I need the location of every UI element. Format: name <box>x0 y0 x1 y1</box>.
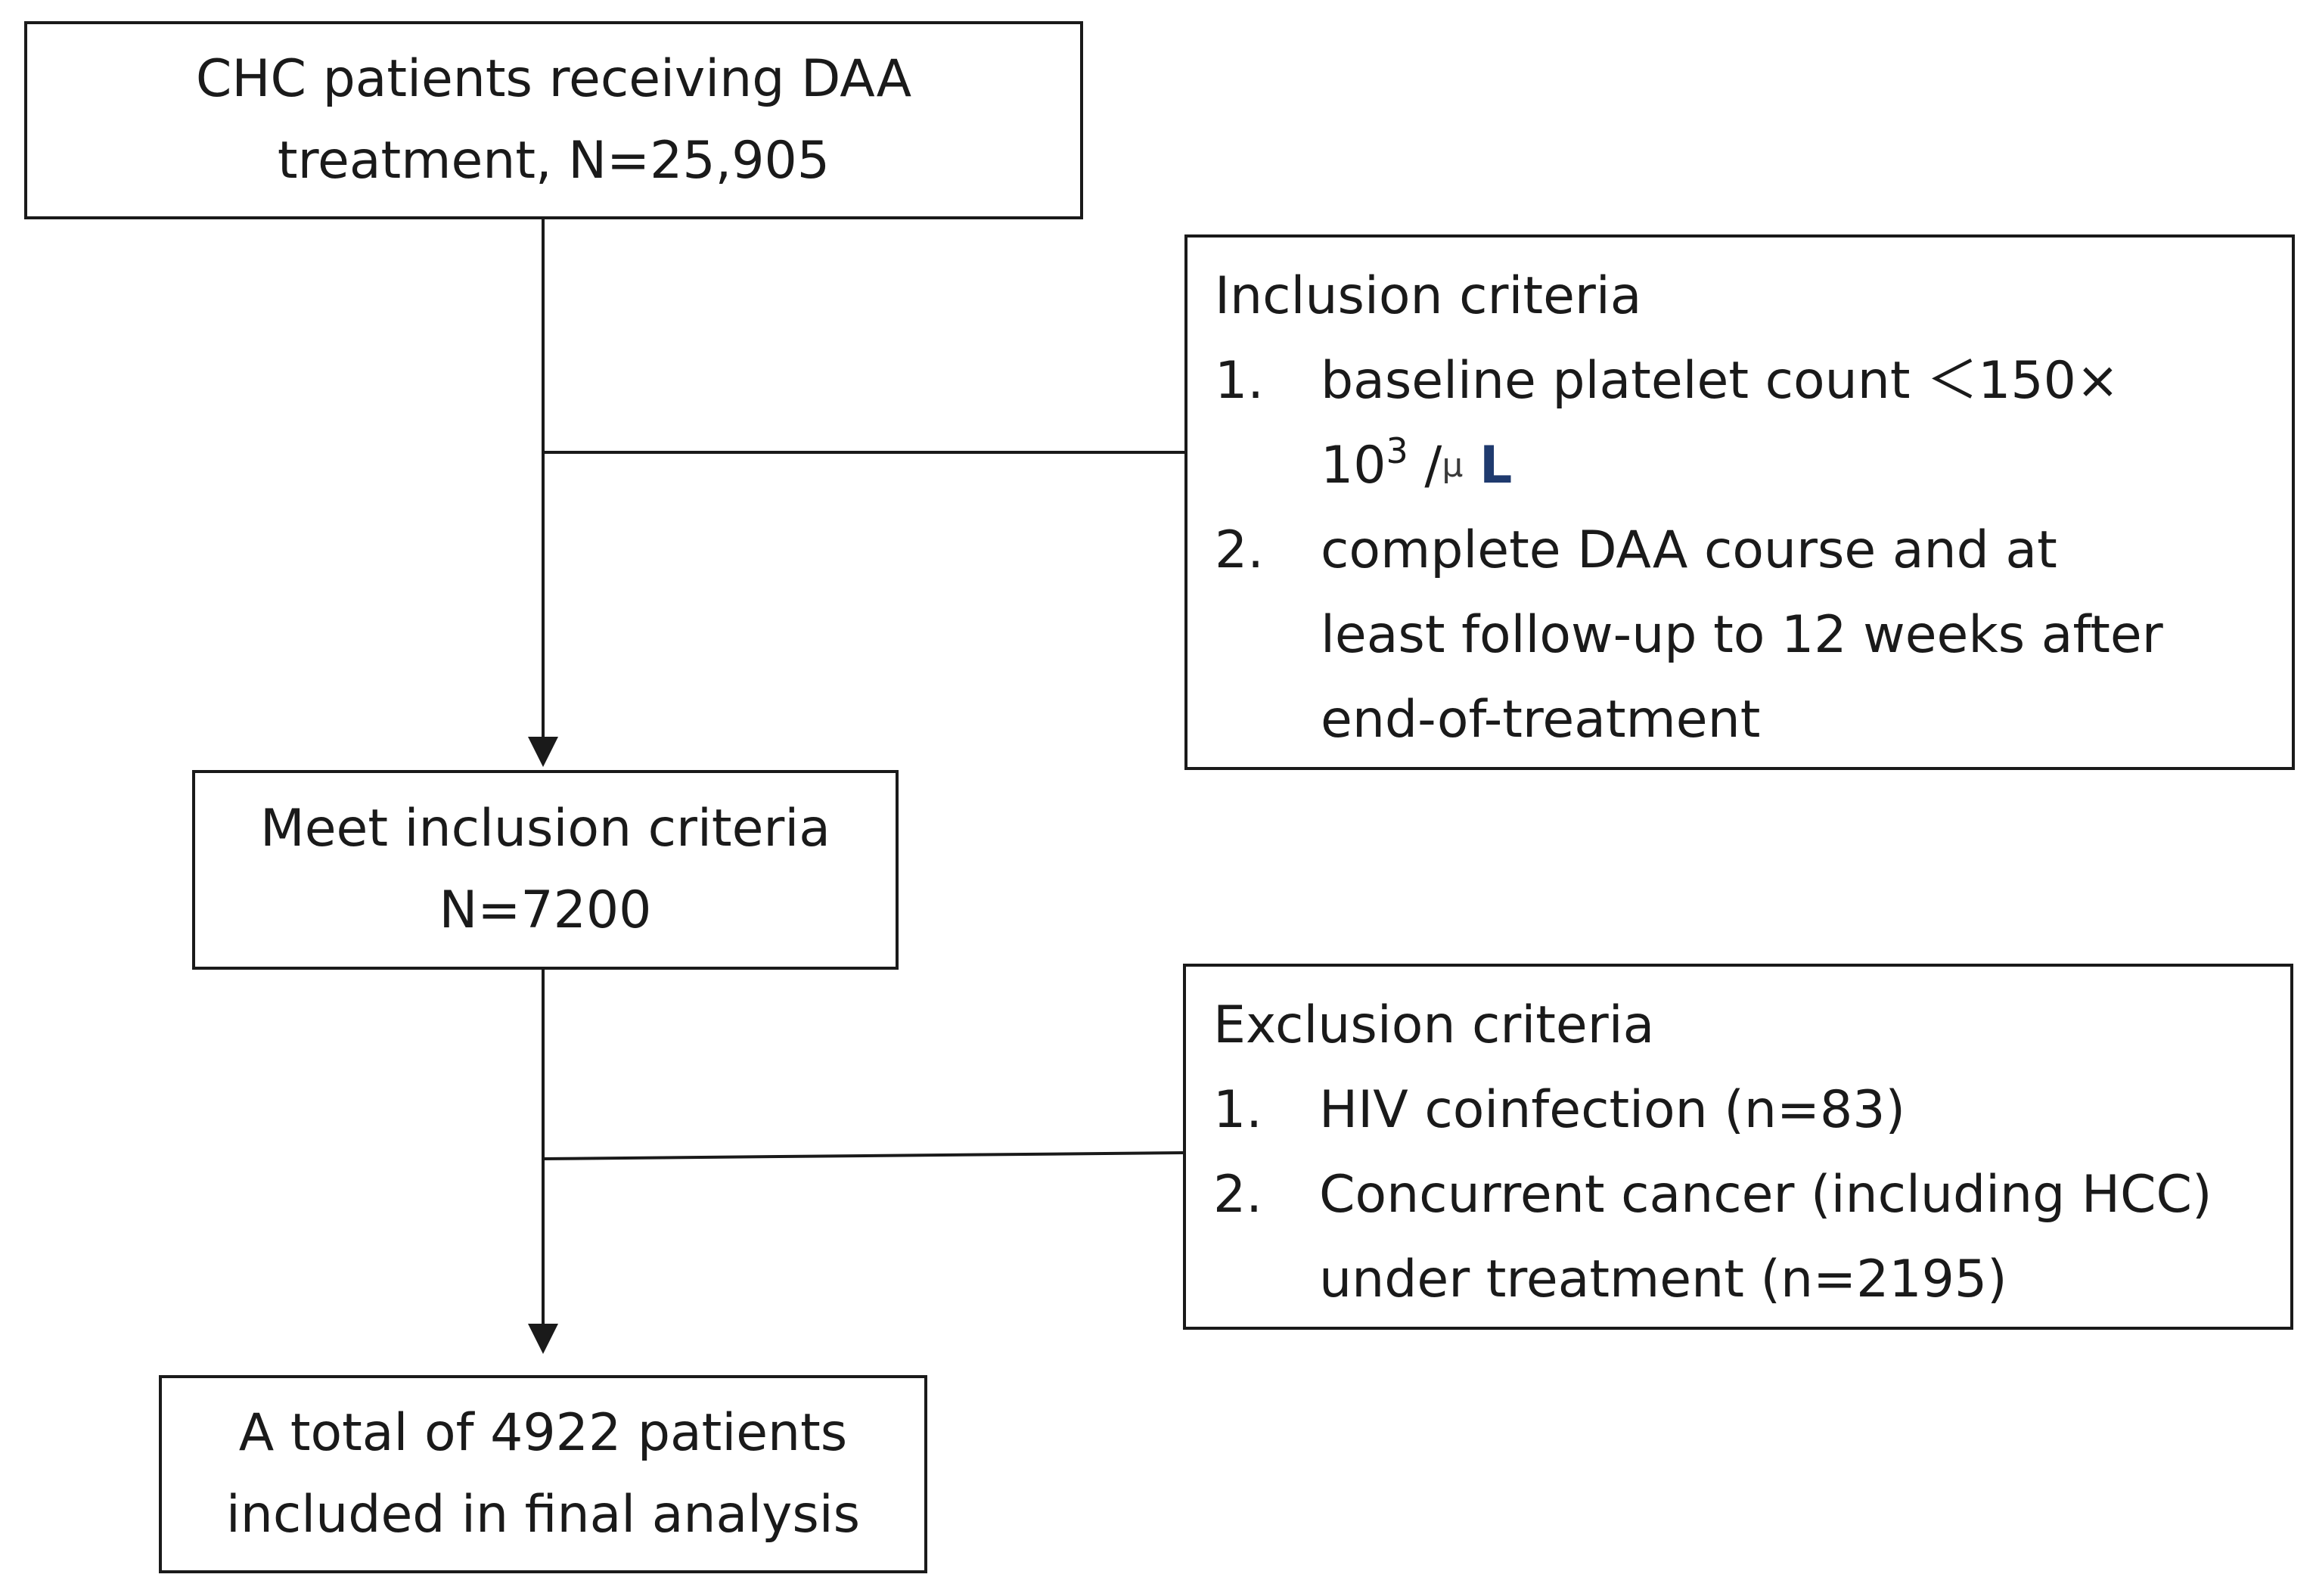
final-box-line2: included in final analysis <box>225 1485 861 1545</box>
exclusion-item-1-number: 1. <box>1213 1080 1262 1140</box>
exclusion-item-2-line1: Concurrent cancer (including HCC) <box>1319 1165 2212 1225</box>
final-analysis-box: A total of 4922 patients included in fin… <box>159 1375 927 1573</box>
connector-to-exclusion <box>542 1151 1184 1160</box>
start-box: CHC patients receiving DAA treatment, N=… <box>24 21 1083 219</box>
inclusion-item-2-line2: least follow-up to 12 weeks after <box>1321 605 2163 665</box>
start-box-line2: treatment, N=25,905 <box>277 131 830 191</box>
exclusion-item-2: 2. Concurrent cancer (including HCC) und… <box>1213 1153 2290 1322</box>
meet-box-line1: Meet inclusion criteria <box>260 799 830 859</box>
inclusion-item-2-number: 2. <box>1215 520 1264 580</box>
inclusion-item-1-number: 1. <box>1215 351 1264 411</box>
inclusion-criteria-title: Inclusion criteria <box>1215 266 1642 326</box>
final-box-line1: A total of 4922 patients <box>238 1403 848 1463</box>
meet-criteria-box: Meet inclusion criteria N=7200 <box>192 770 899 970</box>
start-box-line1: CHC patients receiving DAA <box>195 49 912 109</box>
inclusion-item-1-text: baseline platelet count ＜150× <box>1321 351 2119 411</box>
exclusion-criteria-box: Exclusion criteria 1. HIV coinfection (n… <box>1183 964 2293 1330</box>
inclusion-criteria-box: Inclusion criteria 1. baseline platelet … <box>1184 234 2295 770</box>
exclusion-item-2-line2: under treatment (n=2195) <box>1319 1250 2007 1309</box>
inclusion-item-2-line3: end-of-treatment <box>1321 690 1761 750</box>
exclusion-item-2-number: 2. <box>1213 1165 1262 1225</box>
inclusion-item-1: 1. baseline platelet count ＜150× 103 /μ … <box>1215 339 2292 508</box>
inclusion-item-1-unit: 103 /μ L <box>1321 430 1513 495</box>
meet-box-line2: N=7200 <box>439 880 652 940</box>
inclusion-item-2: 2. complete DAA course and at least foll… <box>1215 508 2292 762</box>
exclusion-criteria-title: Exclusion criteria <box>1213 995 1655 1055</box>
inclusion-item-2-line1: complete DAA course and at <box>1321 520 2057 580</box>
exclusion-item-1: 1. HIV coinfection (n=83) <box>1213 1068 2290 1153</box>
exclusion-item-1-text: HIV coinfection (n=83) <box>1319 1080 1905 1140</box>
